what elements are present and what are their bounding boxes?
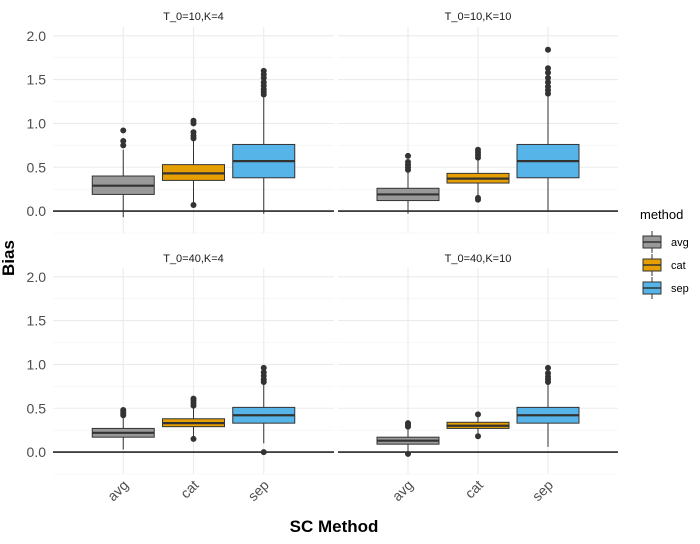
y-tick-label: 1.0 [27,356,47,372]
outlier-point [475,411,481,418]
outlier-point [545,65,551,72]
x-tick-labels: avg cat sep avg cat sep [104,477,556,504]
outlier-point [405,152,411,159]
facet-title: T_0=10,K=10 [445,11,512,23]
facet-title: T_0=40,K=10 [445,253,512,265]
outlier-point [190,117,197,124]
y-axis-title: Bias [0,240,18,276]
box-avg [376,420,440,457]
outlier-point [545,46,551,53]
facet-panel: T_0=10,K=10 [338,11,618,234]
outlier-point [475,146,481,153]
outlier-point [545,69,551,76]
legend-title: method [640,207,683,222]
y-tick-label: 0.5 [27,159,47,175]
x-axis-title: SC Method [290,517,379,536]
x-tick-label: avg [104,477,131,504]
outlier-point [405,420,411,427]
box-cat [162,395,225,442]
y-tick-label: 1.5 [27,313,47,329]
outlier-point [120,407,127,414]
y-tick-label: 2.0 [27,28,47,44]
outlier-point [190,435,197,442]
outlier-point [190,129,197,136]
x-tick-label: cat [462,477,487,502]
x-tick-label: avg [389,477,416,504]
outlier-point [545,83,551,90]
box-sep [516,46,580,212]
outlier-point [545,370,551,377]
box-sep [516,364,580,447]
x-tick-label: sep [245,477,272,504]
legend-label: sep [671,283,689,295]
outlier-point [120,137,127,144]
outlier-point [475,433,481,440]
outlier-point [260,67,267,74]
outlier-point [260,79,267,86]
outlier-point [260,449,267,456]
outlier-point [190,201,197,208]
legend-label: avg [671,237,689,249]
outlier-point [190,395,197,402]
legend: method avg cat sep [640,207,689,299]
facet-title: T_0=10,K=4 [163,11,224,23]
outlier-point [120,142,127,149]
outlier-point [475,194,481,201]
y-tick-label: 1.5 [27,72,47,88]
box-sep [232,67,296,214]
box-avg [376,152,440,214]
facet-title: T_0=40,K=4 [163,253,224,265]
box-sep [232,364,296,456]
y-tick-label: 1.0 [27,115,47,131]
box-cat [162,117,225,208]
outlier-point [120,127,127,134]
outlier-point [260,364,267,371]
x-tick-label: cat [177,477,202,502]
legend-key-cat: cat [642,254,686,276]
facet-panels: T_0=10,K=40.00.51.01.52.0T_0=10,K=10T_0=… [27,11,618,475]
box-cat [446,146,510,203]
legend-key-avg: avg [642,231,689,253]
outlier-point [545,74,551,81]
y-tick-label: 0.0 [27,203,47,219]
y-tick-label: 2.0 [27,269,47,285]
box-avg [91,407,155,450]
outlier-point [405,158,411,165]
x-tick-label: sep [529,477,556,504]
y-tick-label: 0.5 [27,400,47,416]
box-avg [91,127,155,218]
outlier-point [405,450,411,457]
y-tick-label: 0.0 [27,444,47,460]
outlier-point [545,364,551,371]
outlier-point [260,369,267,376]
facet-panel: T_0=40,K=10 [338,253,618,475]
outlier-point [545,79,551,86]
facet-panel: T_0=10,K=4 0.0 0.5 1.0 1.5 2.0 [27,11,334,234]
legend-label: cat [671,260,686,272]
legend-key-sep: sep [642,277,689,299]
facet-panel: T_0=40,K=4 0.0 0.5 1.0 1.5 2.0 [27,253,334,475]
box-cat [446,411,510,440]
